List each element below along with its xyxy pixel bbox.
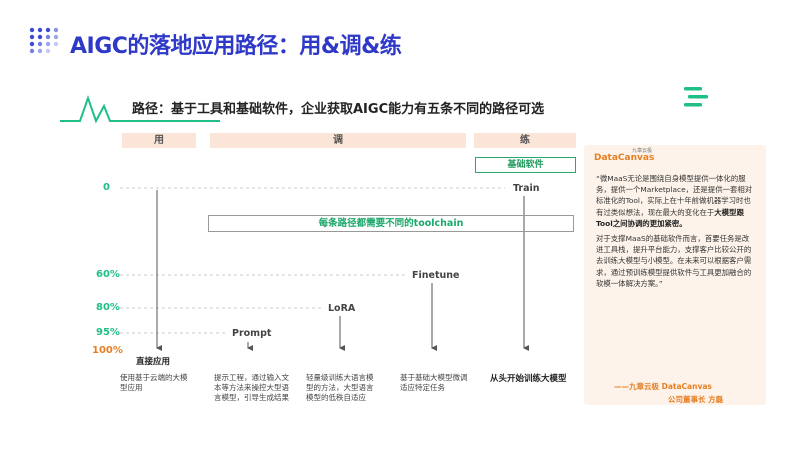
quote-signature-person: 公司董事长 方磊 bbox=[668, 395, 724, 404]
quote-signature-company: ——九章云极 DataCanvas bbox=[614, 382, 712, 391]
column-header-use: 用 bbox=[122, 133, 196, 148]
datacanvas-logo-caption: 九章云极 bbox=[632, 148, 653, 154]
base-software-box: 基础软件 bbox=[475, 157, 576, 173]
datacanvas-logo: DataCanvas bbox=[594, 153, 655, 163]
percent-80: 80% bbox=[96, 302, 120, 313]
path-label-train-from-scratch: 从头开始训练大模型 bbox=[490, 374, 567, 384]
brand-mark-icon bbox=[684, 87, 708, 107]
percent-60: 60% bbox=[96, 269, 120, 280]
page-title: AIGC的落地应用路径：用&调&练 bbox=[70, 34, 402, 59]
pulse-line-icon bbox=[60, 94, 220, 124]
toolchain-banner: 每条路径都需要不同的toolchain bbox=[208, 215, 574, 232]
path-desc-prompt: 提示工程，通过输入文本等方法来操控大型语言模型，引导生成结果 bbox=[214, 373, 289, 402]
quote-panel: DataCanvas 九章云极 “微MaaS无论是围绕自身模型提供一体化的服务，… bbox=[584, 145, 766, 405]
stage-lora: LoRA bbox=[328, 303, 356, 314]
dot-grid-icon bbox=[29, 27, 59, 54]
path-desc-finetune: 基于基础大模型微调适应特定任务 bbox=[400, 373, 468, 392]
column-header-tune: 调 bbox=[210, 133, 466, 148]
column-header-train: 练 bbox=[474, 133, 576, 148]
stage-prompt: Prompt bbox=[232, 328, 272, 339]
section-subtitle: 路径：基于工具和基础软件，企业获取AIGC能力有五条不同的路径可选 bbox=[132, 102, 545, 117]
percent-0: 0 bbox=[103, 182, 110, 193]
quote-paragraph-1: “微MaaS无论是围绕自身模型提供一体化的服务，提供一个Marketplace，… bbox=[596, 174, 753, 217]
quote-text: “微MaaS无论是围绕自身模型提供一体化的服务，提供一个Marketplace，… bbox=[596, 173, 756, 293]
stage-finetune: Finetune bbox=[412, 270, 460, 281]
path-desc-direct-use: 使用基于云端的大模型应用 bbox=[120, 373, 188, 392]
path-label-direct-use: 直接应用 bbox=[136, 357, 171, 367]
percent-95: 95% bbox=[96, 327, 120, 338]
stage-train: Train bbox=[513, 183, 540, 194]
percent-100: 100% bbox=[92, 345, 123, 356]
path-desc-lora: 轻量级训练大语言模型的方法，大型语言模型的低秩自适应 bbox=[306, 373, 374, 402]
quote-paragraph-1-emphasis: 大模型跟Tool之间协调的更加紧密。 bbox=[596, 207, 744, 228]
quote-paragraph-2: 对于支撑MaaS的基础软件而言，首要任务是改进工具栈，提升平台能力，支撑客户比较… bbox=[596, 234, 752, 288]
